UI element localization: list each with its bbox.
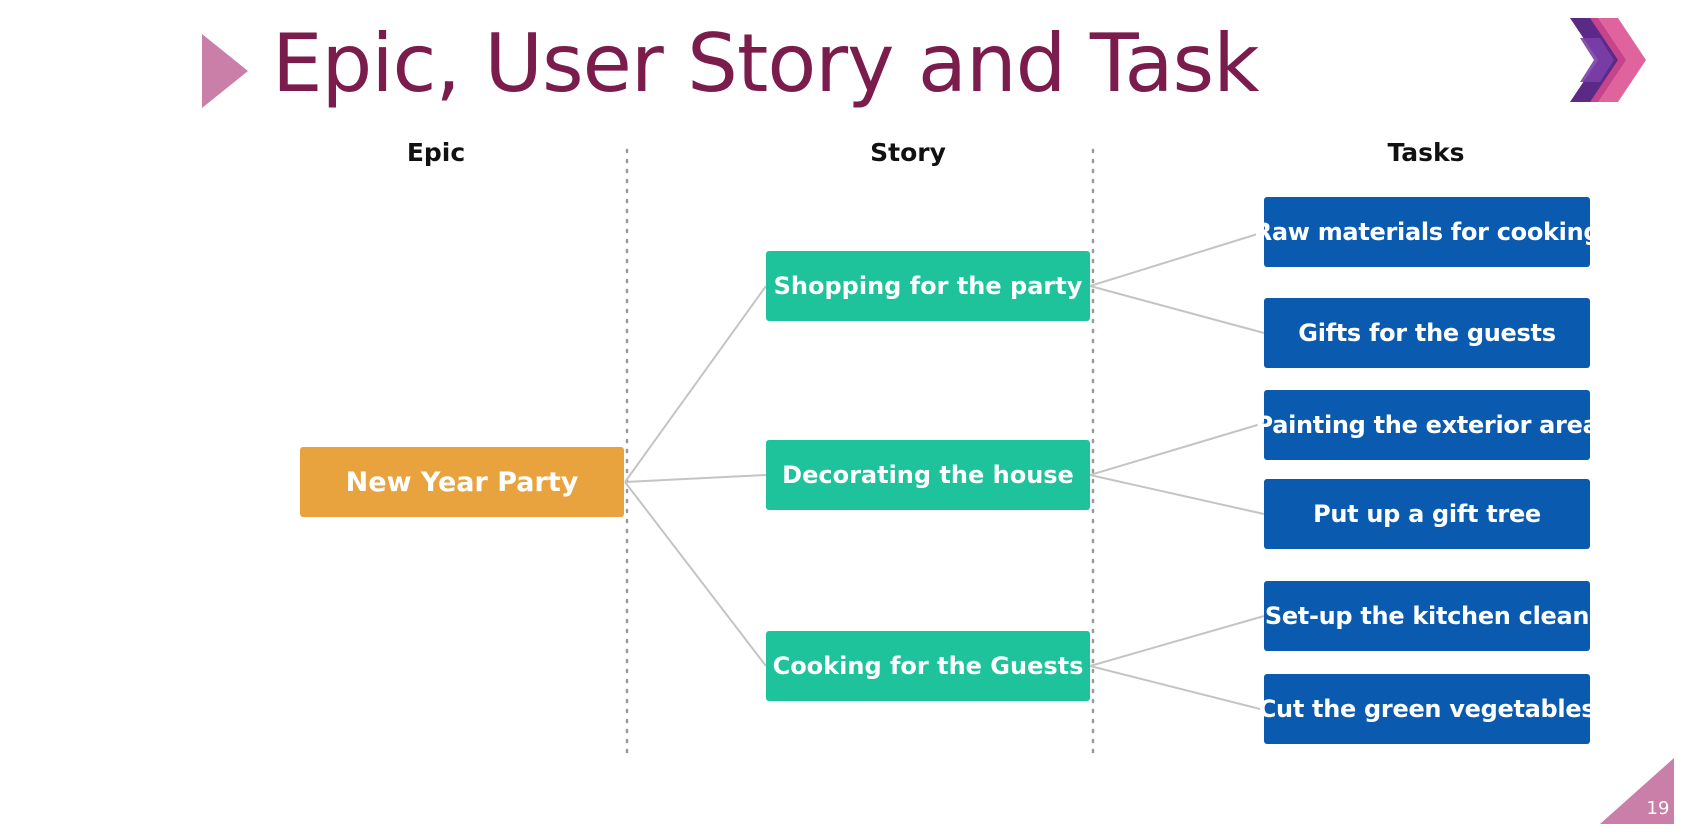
- column-header-epic: Epic: [406, 138, 466, 167]
- story-node: Cooking for the Guests: [766, 631, 1090, 701]
- column-header-story: Story: [870, 138, 946, 167]
- connector-story-2-task-4: [1089, 474, 1265, 515]
- story-node: Shopping for the party: [766, 251, 1090, 321]
- connector-story-3-task-5: [1089, 615, 1265, 667]
- page-title: Epic, User Story and Task: [272, 17, 1260, 110]
- double-chevron-right-icon: [1570, 18, 1646, 102]
- epic-node: New Year Party: [300, 447, 624, 517]
- task-node: Painting the exterior area: [1256, 390, 1599, 460]
- story-node: Decorating the house: [766, 440, 1090, 510]
- connector-story-3-task-6: [1089, 665, 1265, 711]
- connector-epic-story-1: [624, 285, 767, 483]
- triangle-right-icon: [202, 34, 248, 108]
- connector-epic-story-3: [624, 481, 767, 667]
- connector-epic-story-2: [624, 474, 767, 483]
- task-node: Set-up the kitchen clean: [1264, 581, 1590, 651]
- task-node: Gifts for the guests: [1264, 298, 1590, 368]
- column-header-tasks: Tasks: [1387, 138, 1465, 167]
- page-number: 19: [1646, 798, 1670, 819]
- page-corner-triangle: [1600, 758, 1674, 824]
- connector-story-2-task-3: [1089, 422, 1265, 476]
- task-node: Put up a gift tree: [1264, 479, 1590, 549]
- connector-story-1-task-2: [1089, 285, 1265, 334]
- task-node: Raw materials for cooking: [1254, 197, 1601, 267]
- task-node: Cut the green vegetables: [1259, 674, 1596, 744]
- connector-story-1-task-1: [1089, 231, 1265, 287]
